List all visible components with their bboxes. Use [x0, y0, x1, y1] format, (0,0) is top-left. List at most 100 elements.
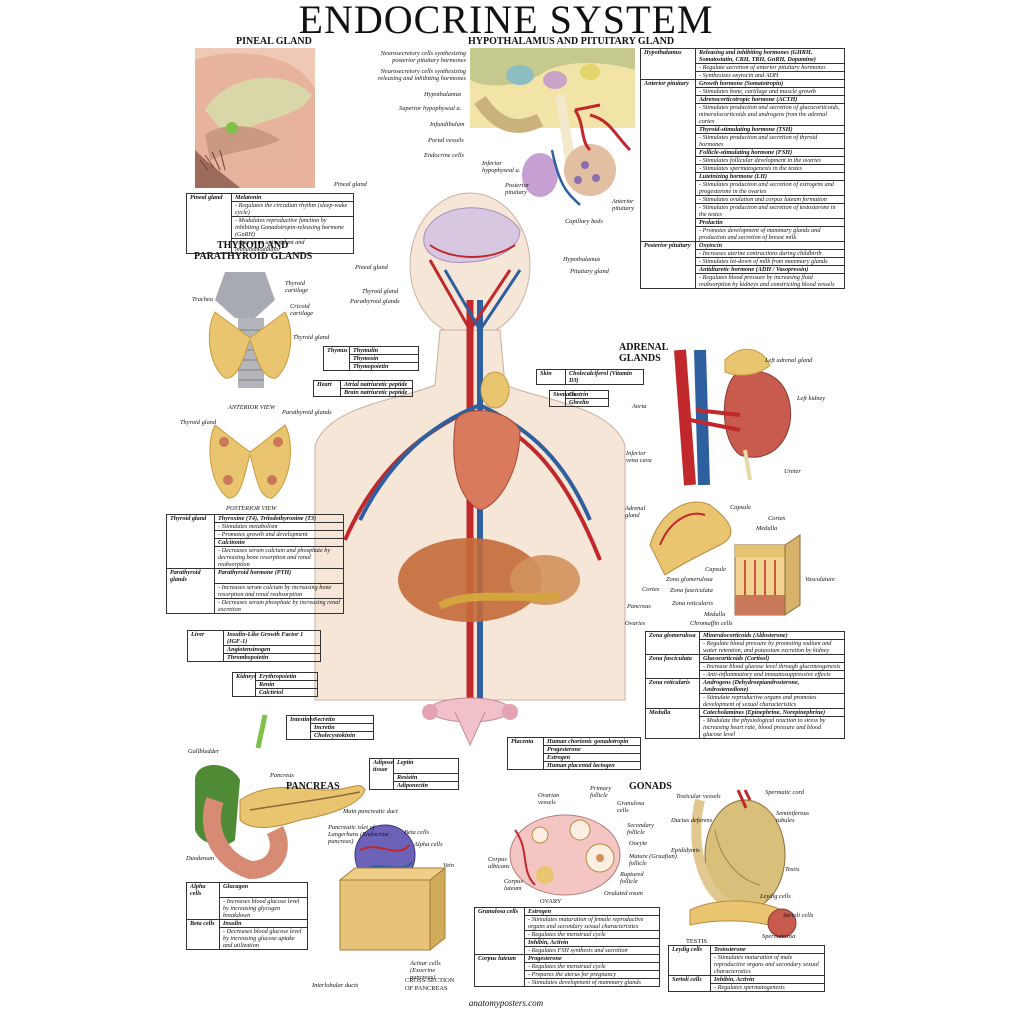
table-row: - Regulates the circadian rhythm (sleep-…	[186, 201, 354, 217]
table-row: Ghrelin	[549, 398, 609, 407]
table-key-cell: Anterior pituitary	[640, 79, 696, 88]
table-key-cell: Liver	[187, 630, 224, 646]
label-primary-follicle: Primary follicle	[590, 785, 612, 799]
hormone-name-cell: Thrombopoietin	[223, 653, 321, 662]
label-testis: Testis	[785, 866, 800, 873]
table-key-cell	[286, 731, 311, 740]
page-title: ENDOCRINE SYSTEM	[298, 0, 714, 42]
pancreas-illustration	[195, 714, 447, 952]
table-key-cell	[323, 354, 350, 363]
hormone-effect-cell: - Modulate the physiological reaction to…	[699, 716, 845, 739]
table-key-cell	[474, 915, 525, 931]
label-capsule: Capsule	[730, 504, 751, 511]
table-row: - Stimulates production and secretion of…	[640, 103, 845, 126]
table-key-cell: Stomach	[549, 390, 575, 399]
hormone-effect-cell: - Decreases blood glucose level by incre…	[219, 926, 308, 950]
table-key-cell: Adipose tissue	[369, 758, 394, 773]
hormone-name-cell: Androgens (Dehydroepiandrosterone, Andro…	[699, 678, 845, 694]
hormone-name-cell: Erythropoietin	[255, 672, 318, 681]
table-key-cell: Placenta	[507, 737, 544, 746]
table-key-cell	[166, 522, 215, 531]
table-key-cell	[187, 653, 224, 662]
table-key-cell	[166, 583, 215, 598]
hormone-effect-cell: - Increases uterine contractions during …	[695, 249, 845, 258]
hormone-name-cell: Incretin	[310, 723, 374, 732]
hormone-name-cell: Estrogen	[543, 753, 641, 762]
table-key-cell	[645, 662, 700, 671]
pineal-heading: PINEAL GLAND	[236, 36, 312, 47]
hormone-effect-cell: - Regulate blood pressure by promoting s…	[699, 639, 845, 655]
table-key-cell	[323, 362, 350, 371]
table-row: - Prepares the uterus for pregnancy	[474, 970, 660, 979]
table-row: - Regulates blood pressure by increasing…	[640, 273, 845, 289]
table-row: Renin	[232, 680, 318, 689]
table-key-cell	[507, 753, 544, 762]
hormone-effect-cell: - Stimulates production and secretion of…	[695, 180, 845, 196]
table-row: - Regulates FSH synthesis and secretion	[474, 946, 660, 955]
table-row: Human placental lactogen	[507, 761, 641, 770]
table-key-cell	[186, 238, 232, 254]
table-row: Prolactin	[640, 218, 845, 227]
label-portal-vessels: Portal vessels	[428, 137, 464, 144]
pineal-illustration	[195, 48, 315, 188]
table-row: - Stimulates ovulation and corpus luteum…	[640, 195, 845, 204]
label-capsule-2: Capsule	[705, 566, 726, 573]
label-vein: Vein	[443, 862, 455, 869]
table-key-cell	[186, 201, 232, 217]
label-epididymis: Epididymis	[671, 847, 700, 854]
gonads-heading: GONADS	[629, 781, 672, 792]
table-key-cell	[232, 688, 256, 697]
table-key-cell	[640, 172, 696, 181]
label-ureter: Ureter	[784, 468, 801, 475]
label-main-duct: Main pancreatic duct	[343, 808, 398, 815]
table-row: - Regulates the menstrual cycle	[474, 962, 660, 971]
label-body-pineal: Pineal gland	[355, 264, 388, 271]
thyroid-posterior-illustration	[209, 424, 291, 499]
hormone-effect-cell: - Stimulates production and secretion of…	[695, 133, 845, 149]
table-key-cell	[186, 216, 232, 239]
table-row: - Promotes development of mammary glands…	[640, 226, 845, 242]
table-key-cell	[645, 670, 700, 679]
hormone-effect-cell: - Increases serum calcium by increasing …	[214, 582, 344, 599]
table-key-cell: Corpus luteum	[474, 954, 525, 963]
table-row: - Increase blood glucose level through g…	[645, 662, 845, 671]
table-row: Antidiuretic hormone (ADH / Vasopressin)	[640, 265, 845, 274]
table-key-cell	[474, 930, 525, 939]
adrenal-heading-1: ADRENAL	[619, 342, 669, 353]
table-key-cell	[549, 398, 566, 407]
label-acinar: Acinar cells (Exocrine pancreas)	[410, 960, 441, 981]
table-key-cell: Sertoli cells	[668, 975, 711, 984]
table-row: - Stimulates maturation of male reproduc…	[668, 953, 825, 976]
table-key-cell	[474, 962, 525, 971]
hormone-effect-cell: - Stimulates follicular development in t…	[695, 156, 845, 165]
label-anterior-view: ANTERIOR VIEW	[228, 404, 276, 411]
label-medulla: Medulla	[756, 525, 778, 532]
table-row: - Stimulates metabolism	[166, 522, 344, 531]
table-key-cell	[640, 203, 696, 219]
thyroid-anterior-illustration	[208, 272, 292, 388]
table-key-cell: Posterior pituitary	[640, 241, 696, 250]
hormone-name-cell: Insulin	[219, 918, 308, 928]
label-gallbladder: Gallbladder	[188, 748, 220, 755]
hormone-name-cell: Catecholamines (Epinephrine, Norepinephr…	[699, 708, 845, 717]
hormone-name-cell: Prolactin	[695, 218, 845, 227]
hormone-effect-cell: - Stimulates maturation of male reproduc…	[710, 953, 825, 976]
table-key-cell	[640, 87, 696, 96]
hormone-effect-cell: - Increase blood glucose level through g…	[699, 662, 845, 671]
